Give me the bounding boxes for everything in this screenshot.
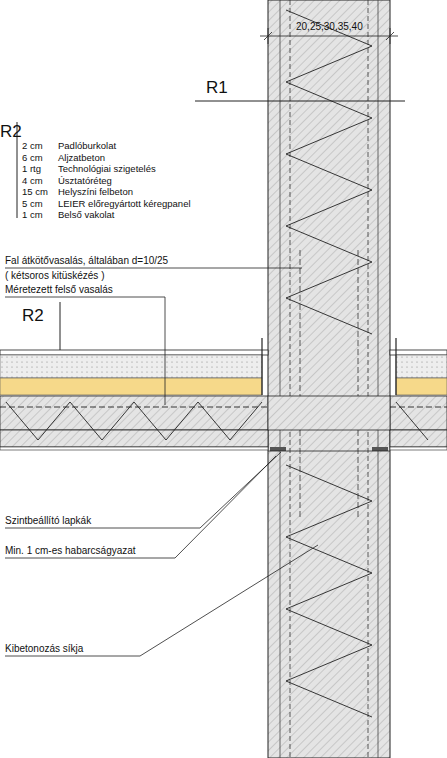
precast-panel <box>0 430 268 447</box>
edge-strip <box>261 338 262 395</box>
layer-name: Helyszíni felbeton <box>58 187 133 198</box>
leader-line <box>5 456 276 558</box>
screed <box>0 355 262 378</box>
mortar-bed <box>268 451 390 452</box>
callout-text: Fal átkötővasalás, általában d=10/25 <box>5 255 168 267</box>
top-rebar <box>0 407 268 408</box>
wall-body <box>268 0 390 758</box>
extension-line <box>390 28 391 44</box>
section-mark: R2 <box>22 306 44 326</box>
layer-thickness: 6 cm <box>22 153 43 164</box>
floor-left <box>0 338 268 450</box>
joint-concrete <box>268 396 390 430</box>
callout-text: Méretezett felső vasalás <box>5 284 113 296</box>
layer-thickness: 2 cm <box>22 141 43 152</box>
lattice-girders <box>6 10 428 717</box>
rebar <box>368 0 369 758</box>
layer-thickness: 1 rtg <box>22 164 41 175</box>
callout-text: Kibetonozás síkja <box>5 643 83 655</box>
leader-line <box>5 268 302 269</box>
levelling-pad <box>372 447 388 451</box>
dimension-line <box>260 36 398 37</box>
layer-thickness: 15 cm <box>22 187 48 198</box>
floor-finish <box>390 350 447 355</box>
layer-name: Padlóburkolat <box>58 141 116 152</box>
leader-line <box>5 545 318 656</box>
extension-line <box>268 28 269 44</box>
layer-thickness: 5 cm <box>22 199 43 210</box>
section-mark: R1 <box>206 78 228 98</box>
layer-thickness: 4 cm <box>22 176 43 187</box>
section-mark: R2 <box>0 122 22 142</box>
tie-bar <box>358 250 359 520</box>
floor-finish <box>0 350 268 355</box>
slab-lattice <box>396 402 428 440</box>
levelling-pad <box>270 447 286 451</box>
slab-lattice <box>6 402 262 440</box>
section-line <box>195 101 405 102</box>
top-rebar <box>390 407 447 408</box>
section-line <box>60 302 61 350</box>
wall-lattice <box>286 465 372 717</box>
wall-lattice <box>286 10 372 334</box>
layer-name: Technológiai szigetelés <box>58 164 156 175</box>
layer-name: LEIER előregyártott kéregpanel <box>58 199 191 210</box>
topping-concrete <box>390 396 447 430</box>
floor-right <box>390 338 447 450</box>
edge-strip <box>395 338 396 395</box>
panel-face <box>378 0 379 758</box>
callout-text: Szintbeállító lapkák <box>5 515 91 527</box>
layer-thickness: 1 cm <box>22 210 43 221</box>
callout-text: ( kétsoros kitüskézés ) <box>5 270 104 282</box>
plaster <box>0 447 268 450</box>
insulation <box>396 378 447 395</box>
panel-face <box>280 0 281 758</box>
layer-name: Aljzatbeton <box>58 153 105 164</box>
dimension-text: 20,25,30,35,40 <box>296 21 363 33</box>
screed <box>396 355 447 378</box>
layer-name: Úsztatóréteg <box>58 176 112 187</box>
insulation <box>0 378 262 395</box>
leader-line <box>5 297 165 405</box>
precast-panel <box>390 430 447 447</box>
wall <box>268 0 390 758</box>
layer-name: Belső vakolat <box>58 210 115 221</box>
tie-bar <box>300 250 301 520</box>
leader-line <box>5 452 281 528</box>
slab-joint <box>268 396 390 451</box>
callout-text: Min. 1 cm-es habarcságyazat <box>5 545 136 557</box>
rebar <box>290 0 291 758</box>
plaster <box>390 447 447 450</box>
leaders <box>5 268 318 656</box>
topping-concrete <box>0 396 268 430</box>
